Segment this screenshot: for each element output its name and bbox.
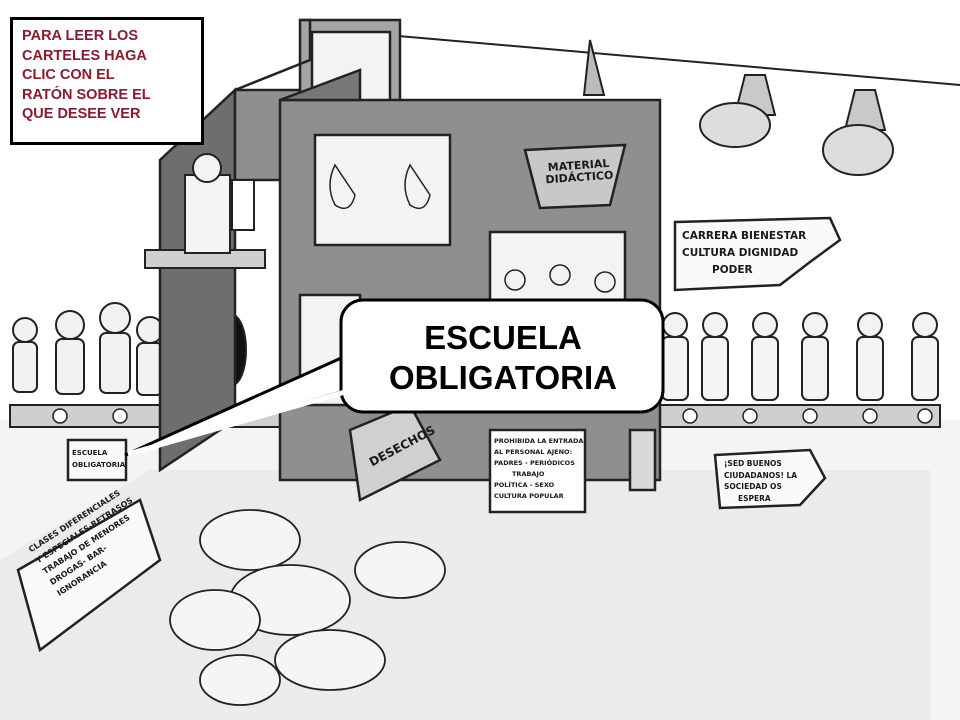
bubble-line: OBLIGATORIA bbox=[389, 359, 617, 396]
sign-shapes bbox=[16, 143, 842, 653]
sign-line: PADRES - PERIÓDICOS bbox=[494, 459, 575, 467]
sign-line: ¡SED BUENOS bbox=[724, 459, 782, 468]
sign-line: OBLIGATORIA bbox=[72, 461, 126, 469]
sign-line: CULTURA POPULAR bbox=[494, 492, 564, 500]
bubble-label[interactable]: ESCUELA OBLIGATORIA bbox=[344, 306, 662, 410]
graduates-queue bbox=[661, 312, 939, 401]
sign-line: PODER bbox=[712, 264, 753, 276]
sign-line: CULTURA DIGNIDAD bbox=[682, 247, 799, 259]
sign-carrera[interactable]: CARRERA BIENESTAR CULTURA DIGNIDAD PODER bbox=[682, 228, 806, 279]
sign-line: SOCIEDAD OS bbox=[724, 482, 782, 491]
instruction-line: PARA LEER LOS bbox=[22, 28, 139, 44]
sign-prohibida-entrada[interactable]: PROHIBIDA LA ENTRADA AL PERSONAL AJENO: … bbox=[494, 436, 583, 502]
instruction-line: CARTELES HAGA bbox=[22, 47, 147, 64]
sign-line: CARRERA BIENESTAR bbox=[682, 230, 807, 242]
instruction-line: QUE DESEE VER bbox=[22, 106, 141, 122]
sign-escuela-small[interactable]: ESCUELA OBLIGATORIA bbox=[72, 447, 125, 471]
sign-line: POLÍTICA - SEXO bbox=[494, 481, 555, 489]
sign-line: ESCUELA bbox=[72, 449, 108, 457]
rubble-pile bbox=[169, 509, 446, 706]
sign-line: TRABAJO bbox=[512, 470, 545, 478]
instruction-line: RATÓN SOBRE EL bbox=[22, 86, 151, 103]
hanging-basket bbox=[582, 39, 894, 176]
sign-line: CIUDADANOS! LA bbox=[724, 470, 798, 480]
instruction-line: CLIC CON EL bbox=[22, 67, 115, 83]
bubble-line: ESCUELA bbox=[424, 319, 582, 356]
sign-line: ESPERA bbox=[738, 493, 771, 503]
speech-bubble[interactable] bbox=[124, 298, 665, 457]
teacher-balcony bbox=[144, 153, 266, 269]
sign-line: PROHIBIDA LA ENTRADA bbox=[494, 437, 584, 445]
sign-material-didactico[interactable]: MATERIAL DIDÁCTICO bbox=[544, 157, 614, 186]
sign-line: AL PERSONAL AJENO: bbox=[494, 448, 573, 456]
instruction-box: PARA LEER LOS CARTELES HAGA CLIC CON EL … bbox=[10, 17, 204, 145]
sign-sed-buenos[interactable]: ¡SED BUENOS CIUDADANOS! LA SOCIEDAD OS E… bbox=[724, 458, 797, 504]
